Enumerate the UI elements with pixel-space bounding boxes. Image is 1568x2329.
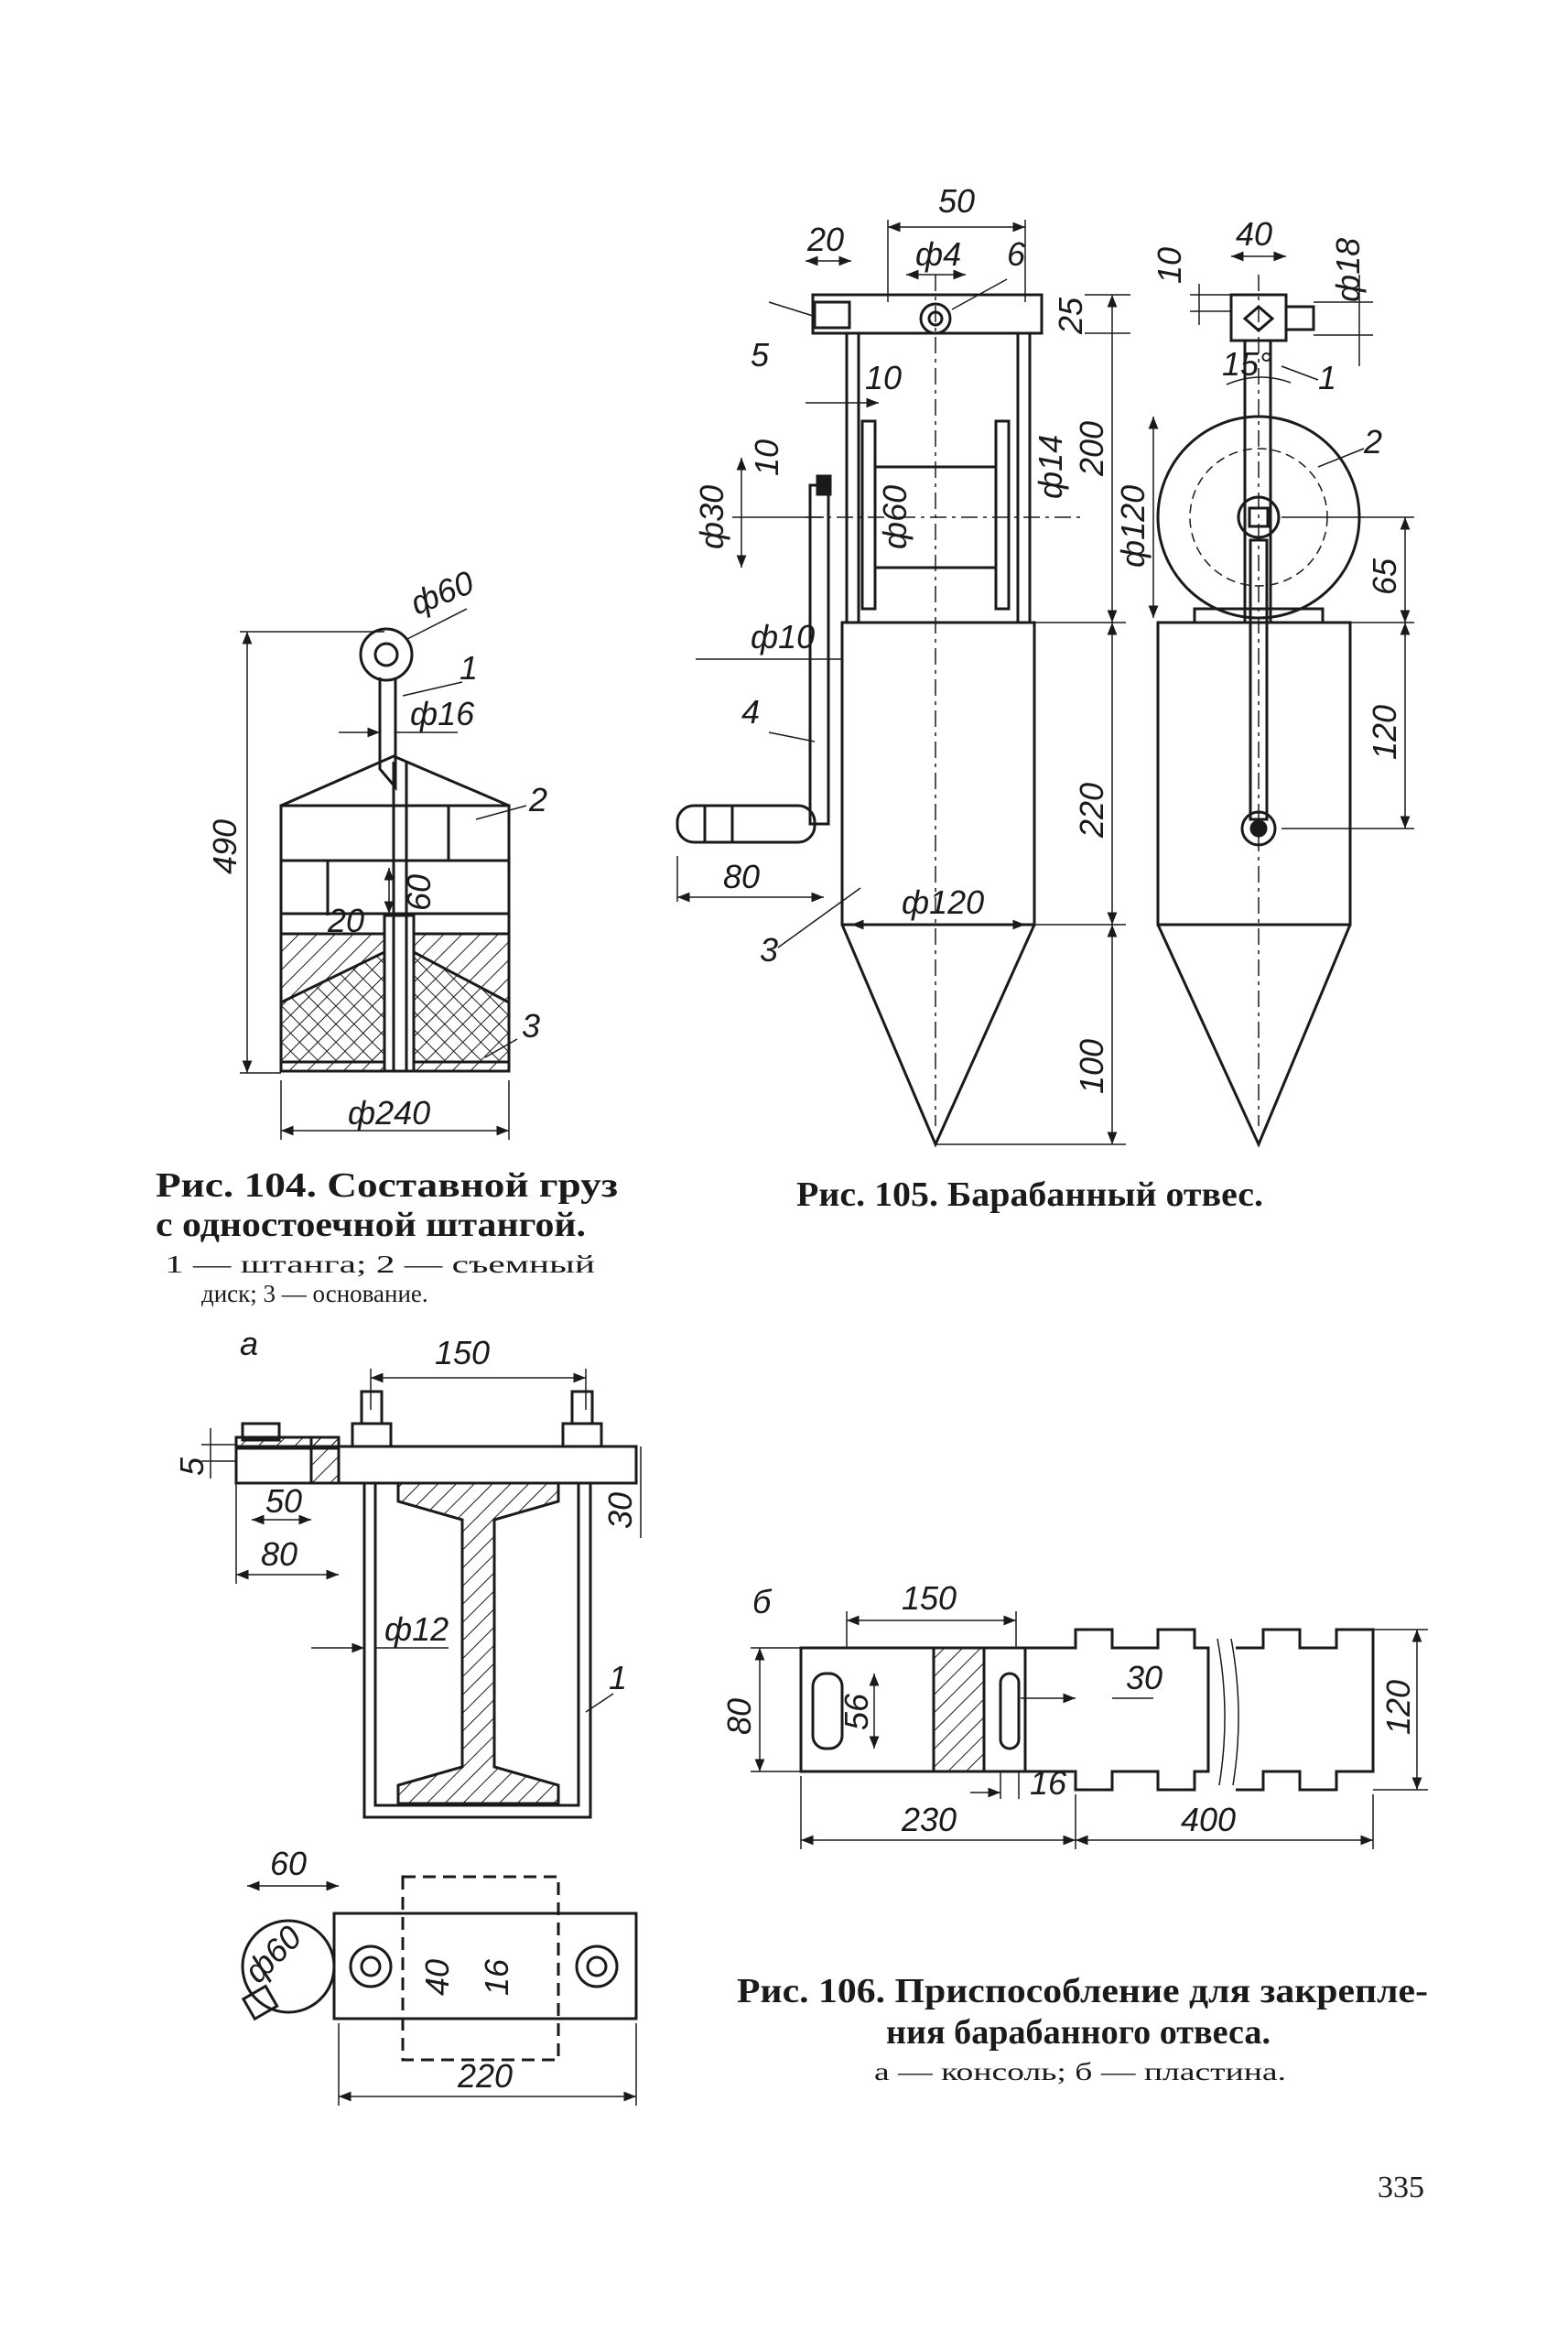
drum-plate-right [994,419,1011,611]
dim-h40: 40 [418,1959,456,1996]
dim-w20: 20 [327,902,364,939]
part-label-3: 3 [522,1007,540,1045]
dim-w150-b: 150 [902,1579,957,1617]
figure-105-side [1148,251,1414,1148]
figure-106a-labels: а 150 5 50 80 30 ф12 1 60 ф60 40 16 220 [173,1325,639,2095]
part-label-4: 4 [741,693,760,731]
figure-106b [751,1611,1428,1849]
dim-w150-a: 150 [435,1334,490,1371]
part-label-5: 5 [751,336,770,374]
part-label-1: 1 [460,649,478,687]
hook-ring [359,627,414,682]
dim-h56: 56 [838,1693,875,1730]
figure-106a [201,1369,642,2106]
dim-base-diameter: ф240 [348,1094,430,1132]
part-label-6: 6 [1007,235,1026,273]
fig106-caption-line2: ния барабанного отвеса. [886,2013,1271,2052]
dim-w50-a: 50 [265,1482,302,1520]
part-label-1-a: 1 [609,1659,627,1696]
fig104-caption-line2: с одностоечной штангой. [156,1206,586,1244]
dim-d30: ф30 [693,485,730,549]
dim-w16-b: 16 [1030,1764,1067,1802]
top-bar [811,293,1044,335]
dim-h120-side: 120 [1366,705,1403,760]
i-beam [396,1481,560,1805]
dim-h65: 65 [1366,558,1403,595]
dim-ring-diameter: ф60 [406,563,479,622]
figure-106b-labels: б 150 80 56 30 120 16 230 400 Рис. 106. … [720,1579,1428,2085]
figure-105-labels: 50 20 ф4 6 5 25 200 10 10 ф30 ф60 ф14 ф1… [693,182,1403,1214]
plumb-body [840,621,1036,926]
dim-d120-drum: ф120 [1114,485,1152,568]
figure-105-front [676,220,1130,1148]
dim-d14: ф14 [1032,435,1069,499]
dim-w400: 400 [1181,1801,1236,1838]
dim-rod-diameter: ф16 [410,695,475,732]
dim-h5: 5 [173,1457,211,1476]
dim-w60: 60 [270,1845,307,1882]
fig106-caption-line1: Рис. 106. Приспособление для закрепле- [737,1972,1428,2010]
dim-d60-a: ф60 [237,1918,309,1990]
dim-h80: 80 [720,1698,758,1735]
dim-h100: 100 [1073,1039,1110,1094]
dim-h120-b: 120 [1379,1680,1417,1735]
part-label-1-side: 1 [1318,359,1336,396]
fig104-caption-line1: Рис. 104. Составной груз [156,1166,618,1205]
fig106-legend: а — консоль; б — пластина. [874,2058,1286,2085]
fig105-caption: Рис. 105. Барабанный отвес. [796,1175,1263,1214]
dim-w80-a: 80 [261,1535,297,1573]
dim-w220: 220 [457,2057,513,2095]
dim-height-490: 490 [206,819,243,874]
plumb-cone [840,924,1036,1148]
dim-h25: 25 [1052,297,1089,335]
dim-angle-15: 15° [1222,345,1271,383]
console-plate [337,1445,638,1485]
dim-h60: 60 [400,874,438,911]
dim-w10: 10 [865,359,902,396]
fig104-legend-line2: диск; 3 — основание. [201,1280,428,1307]
dim-h16-a: 16 [478,1958,515,1996]
dim-d10: ф10 [751,618,815,655]
part-label-2-side: 2 [1363,423,1382,460]
dim-d18: ф18 [1329,238,1367,302]
figure-104-labels: ф60 1 ф16 2 490 60 20 3 ф240 Рис. 104. С… [156,563,618,1307]
crank-handle [676,804,816,844]
dim-w20: 20 [806,221,844,258]
dim-h30: 30 [601,1492,639,1529]
dim-w80: 80 [723,858,760,895]
dim-d4: ф4 [915,235,961,273]
part-label-a: а [240,1325,258,1362]
dim-w30-b: 30 [1126,1659,1162,1696]
drum-plate-left [860,419,877,611]
dim-d60: ф60 [876,485,914,549]
page-number: 335 [1378,2171,1424,2204]
dim-h10-side: 10 [1151,247,1188,284]
part-label-3: 3 [760,931,778,969]
dim-d120-body: ф120 [902,883,984,921]
dim-w40: 40 [1236,215,1272,253]
dim-h10: 10 [748,439,785,476]
dim-h220: 220 [1073,783,1110,839]
dim-h200: 200 [1073,421,1110,477]
clamp-u [362,1483,592,1819]
fig104-legend-line1: 1 — штанга; 2 — съемный [165,1251,595,1278]
part-label-2: 2 [528,781,547,818]
figure-104 [240,608,527,1140]
part-label-b: б [752,1583,773,1620]
dim-d12: ф12 [384,1610,449,1648]
plate-b [799,1646,1027,1773]
dim-w50: 50 [938,182,975,220]
dim-w230: 230 [901,1801,957,1838]
